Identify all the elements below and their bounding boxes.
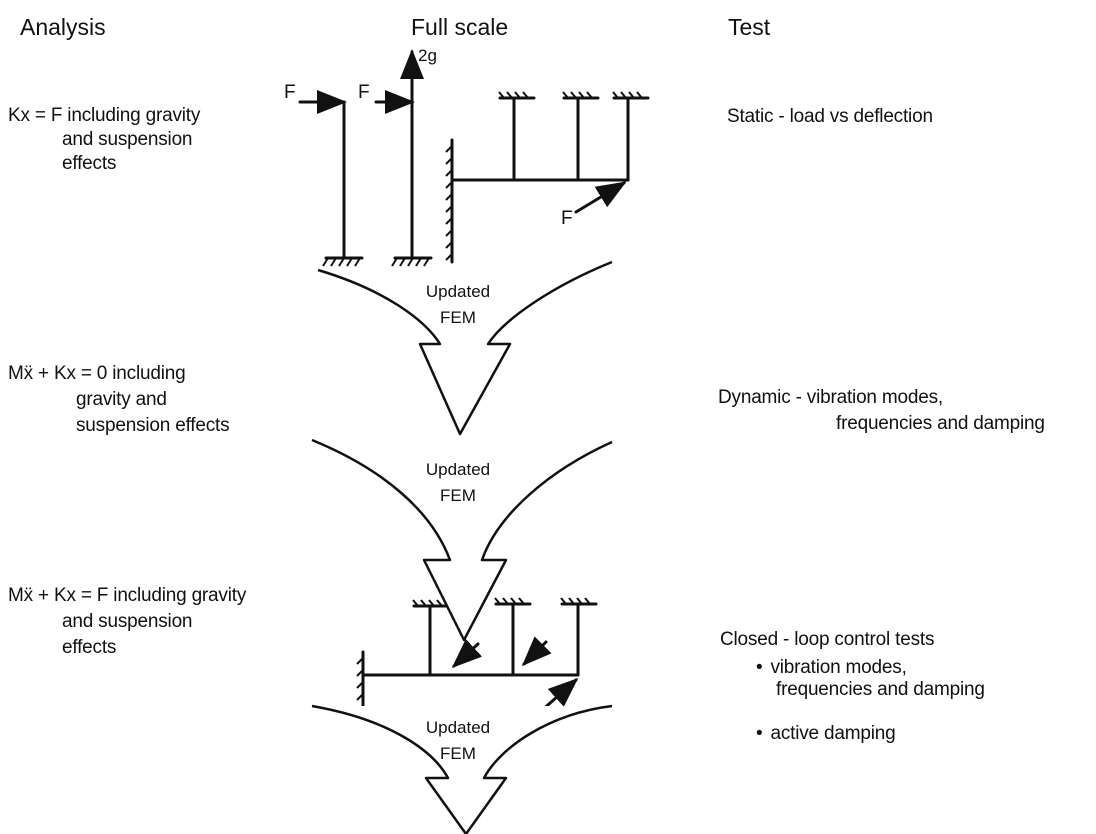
analysis-dynamic-line2: gravity and xyxy=(76,389,167,410)
test-control-title: Closed - loop control tests xyxy=(720,629,935,650)
actuator-1 xyxy=(451,638,483,669)
force-label-2: F xyxy=(358,82,370,103)
full-scale-header: Full scale xyxy=(411,14,509,40)
fem-label-2-line2: FEM xyxy=(440,486,476,505)
update-arrow-2 xyxy=(311,438,613,642)
force-label-1: F xyxy=(284,82,296,103)
analysis-static-line2: and suspension xyxy=(62,129,193,150)
test-control-bullet1-cont: frequencies and damping xyxy=(776,679,985,700)
analysis-header: Analysis xyxy=(20,14,106,40)
test-dynamic-line1: Dynamic - vibration modes, xyxy=(718,387,943,408)
update-arrow-1 xyxy=(317,260,613,436)
fem-label-2-line1: Updated xyxy=(425,460,491,479)
analysis-dynamic-line1: Mẍ + Kx = 0 including xyxy=(8,363,186,384)
analysis-static-line1: Kx = F including gravity xyxy=(8,105,201,126)
fem-label-1-line2: FEM xyxy=(440,308,476,327)
analysis-control-line3: effects xyxy=(62,637,117,658)
fem-label-3-line2: FEM xyxy=(440,744,476,763)
analysis-static-line3: effects xyxy=(62,153,117,174)
fem-label-1-line1: Updated xyxy=(425,282,491,301)
analysis-control-line2: and suspension xyxy=(62,611,193,632)
hatches xyxy=(322,91,643,713)
test-control-bullet2: active damping xyxy=(756,722,895,746)
test-header: Test xyxy=(728,14,771,40)
force-label-3: F xyxy=(561,208,573,229)
analysis-dynamic-line3: suspension effects xyxy=(76,415,230,436)
update-arrow-3 xyxy=(311,704,613,834)
test-control-bullet1: vibration modes, xyxy=(756,656,906,680)
test-static: Static - load vs deflection xyxy=(727,106,933,127)
analysis-control-line1: Mẍ + Kx = F including gravity xyxy=(8,585,247,606)
fem-label-3-line1: Updated xyxy=(425,718,491,737)
test-dynamic-line2: frequencies and damping xyxy=(836,413,1045,434)
force-arrow-3 xyxy=(574,181,627,214)
actuator-2 xyxy=(521,636,552,667)
accel-label: 2g xyxy=(418,46,437,65)
